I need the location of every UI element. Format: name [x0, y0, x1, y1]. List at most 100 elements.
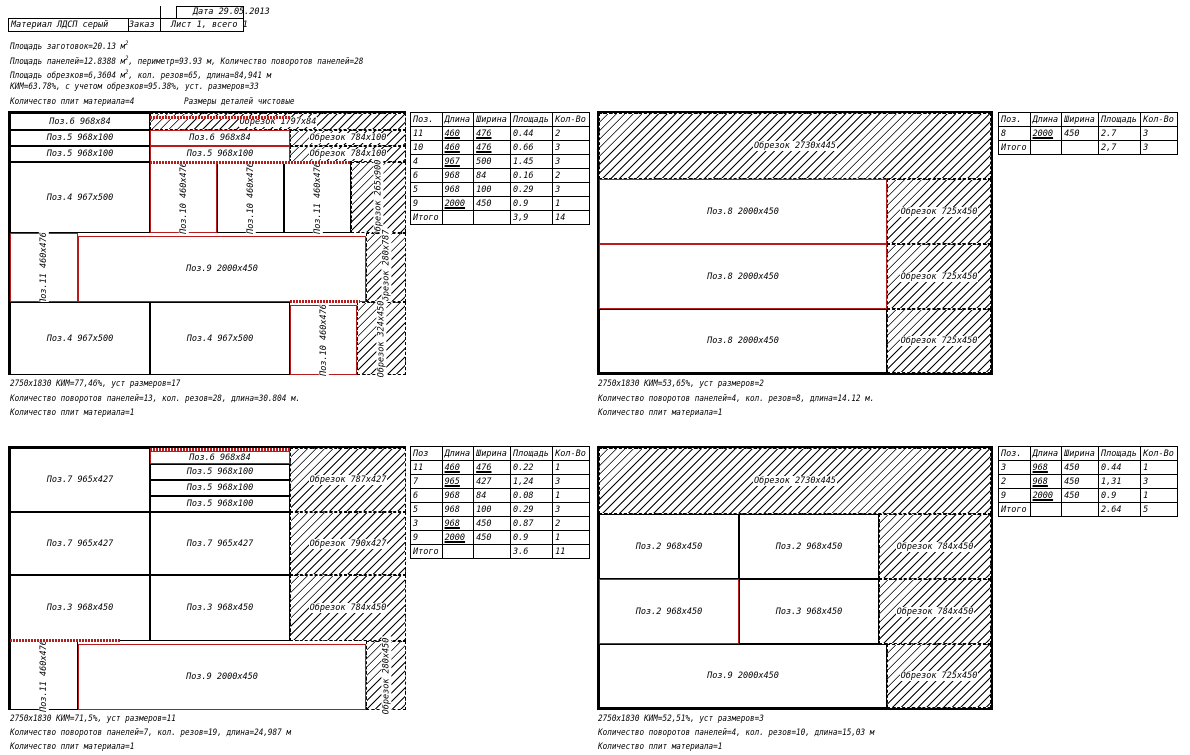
piece-label-text: Поз.8 2000x450	[706, 271, 780, 282]
piece-label: Поз.11 460x476	[11, 230, 77, 305]
piece-label-text: Поз.3 968x450	[185, 603, 255, 613]
table-cell: 5	[410, 182, 443, 197]
table-cell: 3	[552, 182, 590, 197]
table-cell: Длина	[441, 112, 475, 127]
piece-label-text: Обрезок 725x450	[899, 206, 979, 217]
piece-pos5: Поз.5 968x100	[10, 130, 150, 146]
cutting-sheet-4: Обрезок 2730x445 Поз.2 968x450 Поз.2 968…	[597, 446, 993, 710]
piece-label-text: Поз.6 968x84	[188, 452, 252, 463]
piece-label-text: Поз.10 460x476	[245, 160, 256, 235]
piece-label: Обрезок 2730x445	[600, 449, 990, 513]
cutting-sheet-3: Поз.7 965x427 Поз.6 968x84 Поз.5 968x100…	[8, 446, 406, 715]
piece-label-text: Поз.8 2000x450	[706, 206, 780, 217]
piece-label-text: Обрезок 784x450	[895, 541, 975, 552]
piece-label-text: Поз.5 968x100	[185, 467, 255, 477]
piece-label: Поз.3 968x450	[151, 576, 289, 640]
table-cell: 0.29	[509, 182, 554, 197]
piece-label-text: Поз.2 968x450	[774, 541, 844, 552]
piece-pos6: Поз.6 968x84	[10, 113, 150, 130]
edge-band	[150, 448, 290, 451]
piece-pos11: Поз.11 460x476	[284, 160, 351, 235]
cutting-sheet-2: Обрезок 2730x445 Поз.8 2000x450 Обрезок …	[597, 111, 993, 375]
piece-pos9: Поз.9 2000x450	[78, 644, 366, 710]
table-cell: 1	[552, 488, 590, 503]
piece-label: Поз.5 968x100	[11, 131, 149, 145]
piece-label-text: Поз.10 460x476	[178, 160, 189, 235]
table-cell: 476	[473, 140, 511, 155]
piece-pos9: Поз.9 2000x450	[599, 644, 887, 708]
piece-label-text: Поз.5 968x100	[185, 499, 255, 509]
piece-label: Обрезок 725x450	[888, 245, 990, 308]
piece-label-text: Обрезок 790x427	[308, 538, 388, 549]
sheet2-cuts: Количество поворотов панелей=4, кол. рез…	[598, 394, 875, 404]
piece-label: Поз.4 967x500	[151, 303, 289, 374]
table-cell: 2.7	[1097, 126, 1142, 141]
piece-label-text: Обрезок 787x427	[308, 475, 388, 485]
piece-label-text: Обрезок 1797x84	[238, 116, 318, 127]
piece-pos7: Поз.7 965x427	[150, 512, 290, 575]
table-cell: 84	[473, 168, 511, 183]
piece-label: Обрезок 265x900	[352, 158, 405, 237]
piece-pos8: Поз.8 2000x450	[599, 244, 887, 309]
piece-pos10: Поз.10 460x476	[150, 160, 217, 235]
table-cell: 967	[441, 154, 475, 169]
waste-piece: Обрезок 784x450	[879, 579, 991, 644]
piece-label: Поз.10 460x476	[218, 160, 283, 235]
piece-label: Обрезок 725x450	[888, 310, 990, 372]
piece-label: Поз.4 967x500	[11, 303, 149, 374]
piece-pos3: Поз.3 968x450	[10, 575, 150, 641]
piece-pos2: Поз.2 968x450	[599, 514, 739, 579]
table-cell: Кол-Во	[552, 112, 590, 127]
piece-label: Обрезок 784x450	[880, 515, 990, 578]
piece-label: Поз.6 968x84	[11, 114, 149, 129]
piece-label: Поз.3 968x450	[11, 576, 149, 640]
piece-label-text: Поз.8 2000x450	[706, 336, 780, 346]
table-cell: 2000	[1029, 488, 1063, 503]
piece-label-text: Обрезок 725x450	[899, 671, 979, 681]
title-sep-2	[160, 6, 161, 32]
piece-pos5: Поз.5 968x100	[150, 464, 290, 480]
piece-label-text: Поз.4 967x500	[45, 192, 115, 203]
piece-label: Поз.9 2000x450	[600, 645, 886, 707]
waste-piece: Обрезок 280x787	[366, 228, 406, 307]
piece-label: Поз.5 968x100	[151, 481, 289, 495]
table-cell	[1061, 502, 1099, 517]
piece-pos8: Поз.8 2000x450	[599, 309, 887, 373]
piece-pos3: Поз.3 968x450	[150, 575, 290, 641]
piece-label: Обрезок 2730x445	[600, 114, 990, 178]
piece-label-text: Поз.5 968x100	[45, 133, 115, 143]
table-cell: 1	[552, 530, 590, 545]
table-cell: Итого	[410, 544, 443, 559]
table-cell: Площадь	[1097, 112, 1142, 127]
waste-piece: Обрезок 324x450	[357, 299, 406, 378]
table-cell: Кол-Во	[1140, 112, 1178, 127]
piece-label: Обрезок 784x450	[291, 576, 405, 640]
table-cell	[1029, 502, 1063, 517]
summary-area: Площадь заготовок=20.13 м2	[10, 40, 129, 52]
table-cell: Площадь	[509, 446, 554, 461]
piece-pos11: Поз.11 460x476	[10, 638, 78, 713]
table-cell: Поз.	[410, 112, 443, 127]
piece-label-text: Обрезок 725x450	[899, 336, 979, 346]
sheet1-count: Количество плит материала=1	[10, 408, 135, 418]
table-cell: 3	[552, 154, 590, 169]
piece-label-text: Поз.5 968x100	[185, 149, 255, 159]
piece-label-text: Поз.9 2000x450	[185, 672, 259, 682]
piece-pos8: Поз.8 2000x450	[599, 179, 887, 244]
piece-label-text: Поз.7 965x427	[185, 538, 255, 549]
piece-label-text: Поз.2 968x450	[634, 541, 704, 552]
table-cell: Итого	[410, 210, 443, 225]
table-cell: 9	[410, 196, 443, 211]
waste-piece: Обрезок 725x450	[887, 309, 991, 373]
piece-label-text: Поз.7 965x427	[45, 538, 115, 549]
piece-pos5: Поз.5 968x100	[150, 496, 290, 512]
piece-label: Поз.2 968x450	[600, 515, 738, 578]
